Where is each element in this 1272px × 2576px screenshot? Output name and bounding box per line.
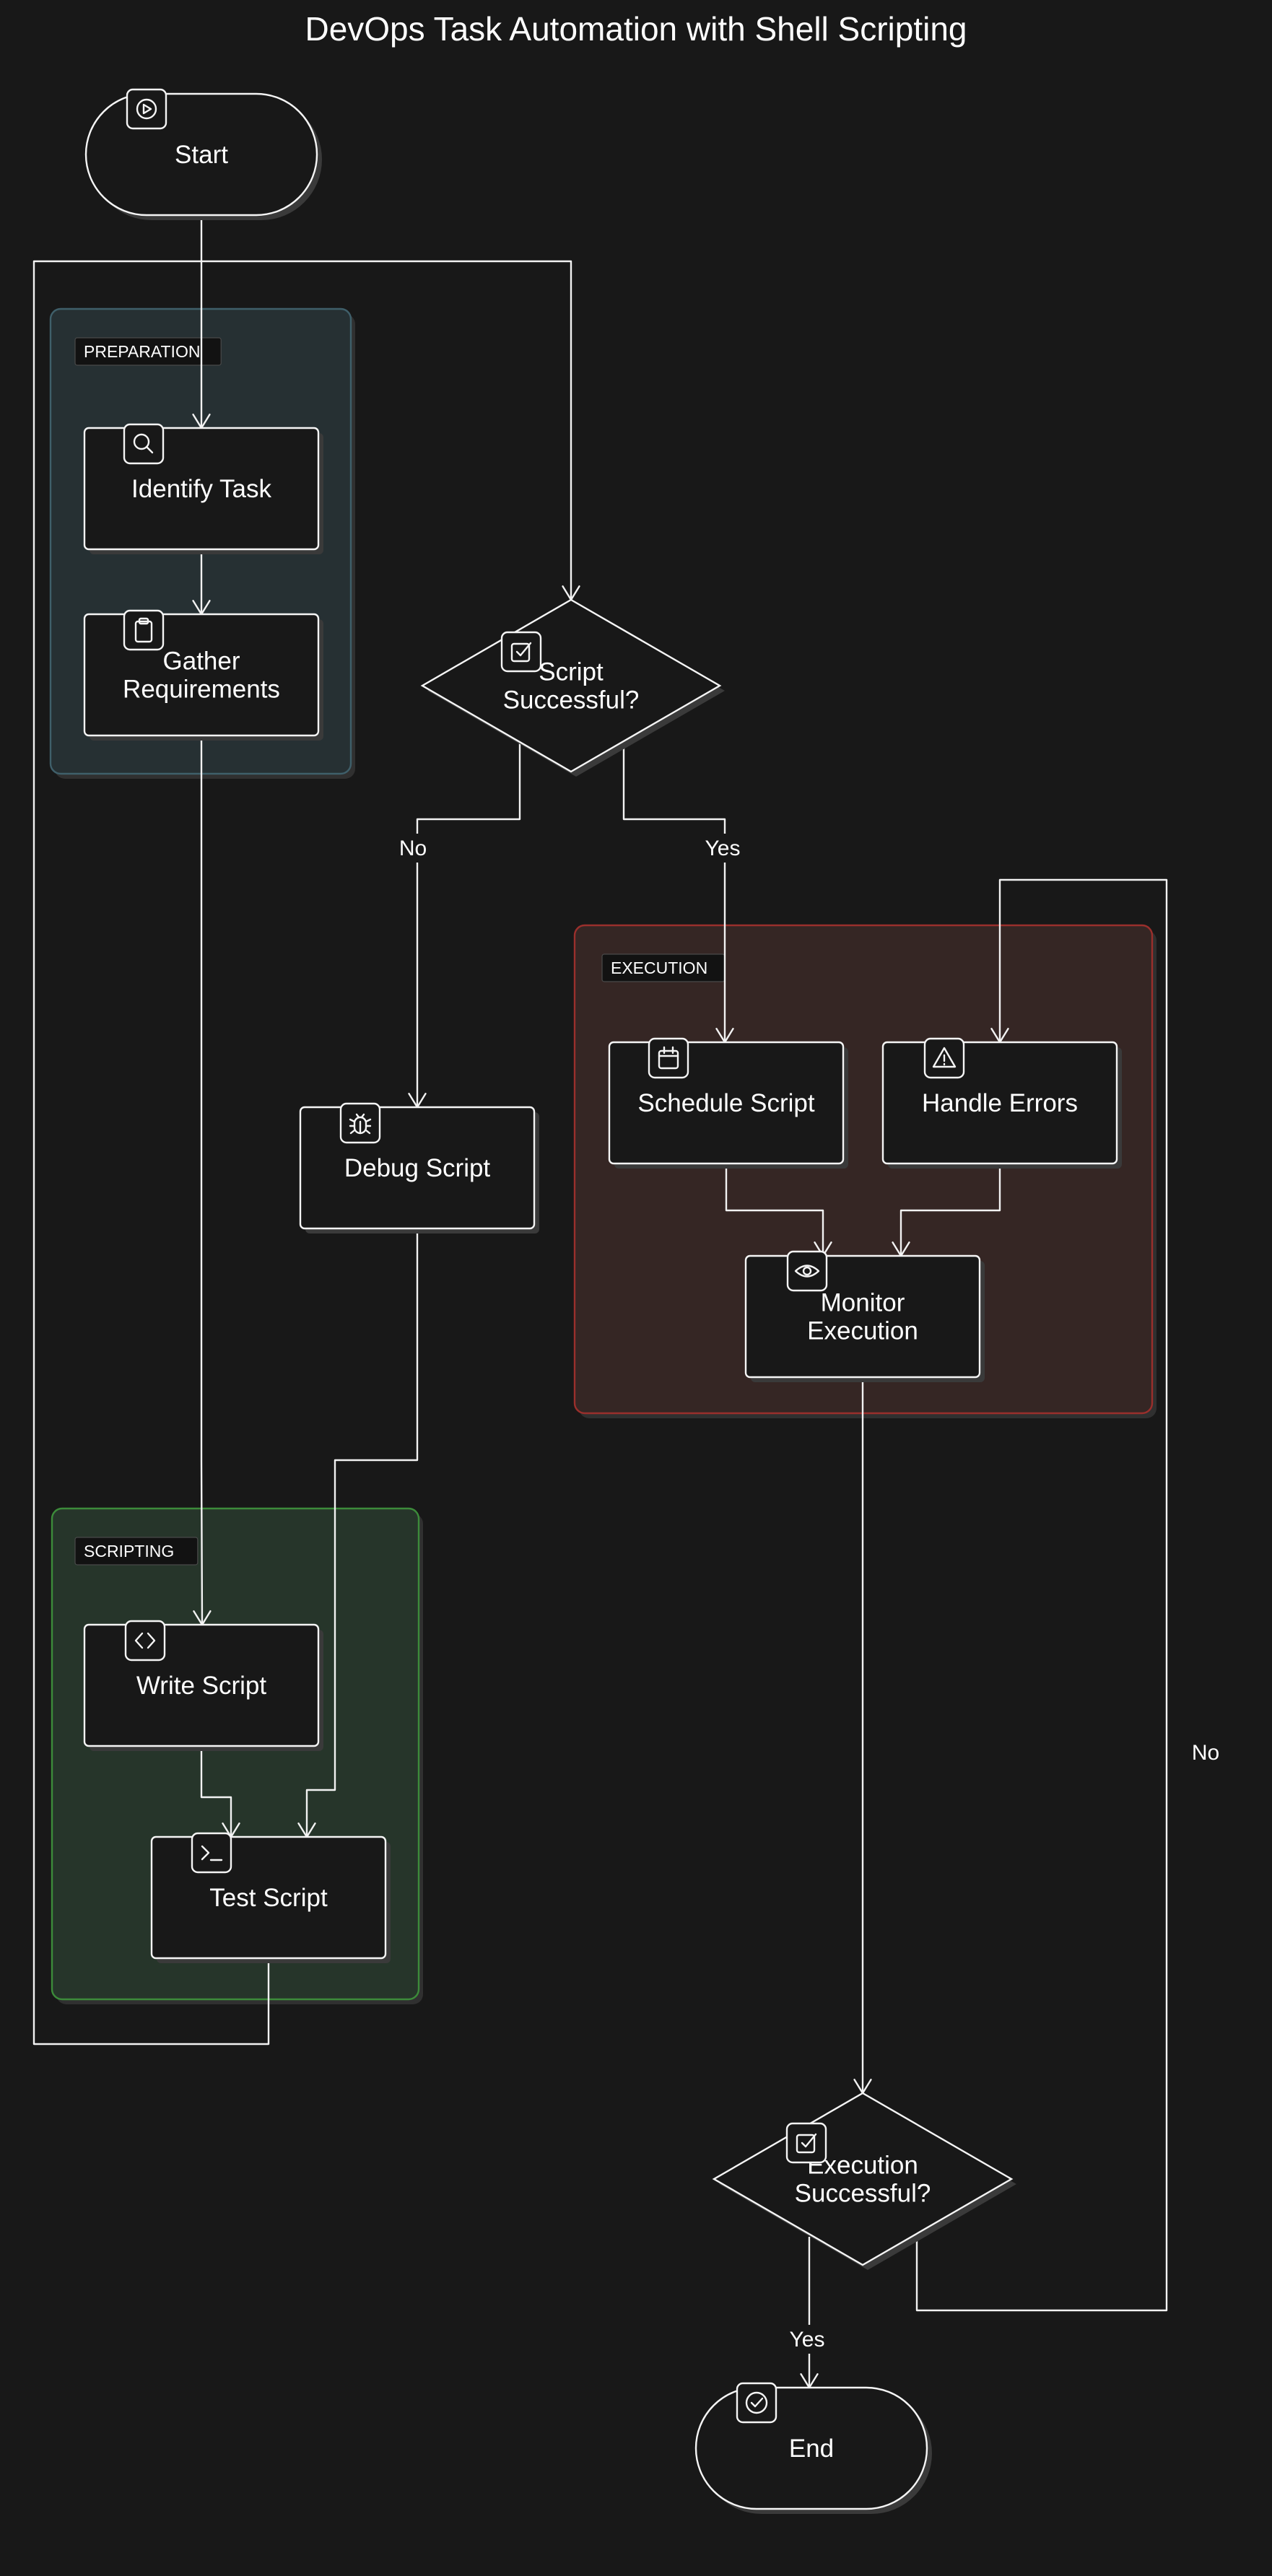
- edge-line: [200, 1746, 232, 1837]
- node-label-line: Script: [539, 658, 604, 686]
- group-label: EXECUTION: [611, 959, 707, 977]
- edge-label-scriptok-schedule: Yes: [699, 834, 746, 863]
- search-icon: [123, 423, 165, 465]
- node-test[interactable]: Test Script: [150, 1832, 391, 1963]
- edge-label: Yes: [790, 2328, 825, 2352]
- edge-label-execok-handle: No: [1188, 1738, 1223, 1767]
- edge-line: [622, 743, 726, 1042]
- node-label-line: Requirements: [123, 676, 280, 704]
- edge-line: [416, 743, 521, 1107]
- edge-line: [200, 735, 204, 1625]
- node-label-line: Successful?: [503, 686, 640, 715]
- diagram-title: DevOps Task Automation with Shell Script…: [305, 10, 967, 48]
- node-label-line: Write Script: [136, 1672, 266, 1700]
- calendar-icon: [648, 1037, 689, 1079]
- edge-label-bg: [699, 834, 746, 863]
- edges-layer: [32, 215, 1168, 2389]
- node-label: Test Script: [209, 1884, 328, 1912]
- edge-label: No: [399, 837, 427, 860]
- check-square-icon: [785, 2122, 827, 2164]
- clipboard-icon: [123, 609, 165, 651]
- node-label-line: End: [789, 2435, 834, 2463]
- warning-icon: [923, 1037, 965, 1079]
- node-label-line: Successful?: [795, 2180, 931, 2208]
- node-label: Start: [175, 141, 228, 169]
- node-handle[interactable]: Handle Errors: [881, 1037, 1122, 1169]
- edge-scriptok-debug: [408, 743, 521, 1109]
- play-icon: [126, 88, 167, 130]
- node-label: Identify Task: [131, 475, 271, 503]
- node-label: Debug Script: [344, 1154, 491, 1182]
- node-label-line: Identify Task: [131, 475, 271, 503]
- node-schedule[interactable]: Schedule Script: [608, 1037, 848, 1169]
- group-label: SCRIPTING: [84, 1542, 174, 1560]
- group-label-bg: [74, 1537, 199, 1566]
- edge-line: [305, 1228, 419, 1837]
- node-label-line: Test Script: [209, 1884, 328, 1912]
- edge-label-scriptok-debug: No: [396, 834, 430, 863]
- node-end[interactable]: End: [694, 2382, 932, 2514]
- edge-line: [725, 1163, 824, 1256]
- decision-diamond: [420, 598, 722, 773]
- node-label: Handle Errors: [922, 1089, 1078, 1117]
- edge-label-bg: [396, 834, 430, 863]
- node-identify[interactable]: Identify Task: [83, 423, 323, 554]
- edge-label-bg: [1188, 1738, 1223, 1767]
- edge-label-bg: [783, 2325, 831, 2354]
- edge-label-execok-end: Yes: [783, 2325, 831, 2354]
- group-label-bg: [74, 337, 222, 366]
- edge-gather-write: [193, 735, 212, 1626]
- node-start[interactable]: Start: [84, 88, 322, 220]
- node-label-line: Gather: [163, 647, 240, 676]
- node-label-line: Handle Errors: [922, 1089, 1078, 1117]
- node-label-line: Monitor: [821, 1289, 905, 1317]
- edge-line: [899, 1163, 1001, 1256]
- node-debug[interactable]: Debug Script: [299, 1102, 539, 1234]
- node-label: Write Script: [136, 1672, 266, 1700]
- edge-monitor-execok: [853, 1377, 872, 2095]
- check-circle-icon: [736, 2382, 777, 2424]
- bug-icon: [339, 1102, 381, 1144]
- edge-label: No: [1192, 1741, 1219, 1765]
- edge-label: Yes: [705, 837, 741, 860]
- node-label-line: Execution: [807, 1317, 918, 1345]
- terminal-icon: [191, 1832, 232, 1874]
- eye-icon: [786, 1250, 828, 1292]
- node-label-line: Debug Script: [344, 1154, 491, 1182]
- node-label: Schedule Script: [637, 1089, 814, 1117]
- node-label-line: Start: [175, 141, 228, 169]
- edge-line: [32, 260, 572, 2045]
- node-label: End: [789, 2435, 834, 2463]
- check-square-icon: [500, 631, 542, 673]
- code-icon: [124, 1620, 166, 1662]
- edge-line: [915, 878, 1168, 2312]
- edge-execok-end: [800, 2237, 819, 2389]
- node-write[interactable]: Write Script: [83, 1620, 323, 1751]
- node-label-line: Schedule Script: [637, 1089, 814, 1117]
- group-label: PREPARATION: [84, 342, 200, 361]
